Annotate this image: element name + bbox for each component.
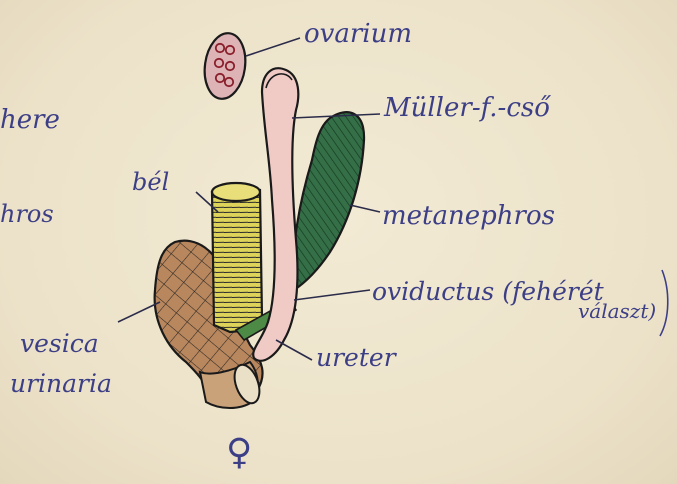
label-muller-duct: Müller-f.-cső [383,93,551,123]
bracket-mark [660,270,668,336]
label-oviductus-note: választ) [578,299,656,323]
label-metanephros: metanephros [382,201,555,231]
metanephros-organ [293,112,364,290]
label-ureter: ureter [316,343,398,372]
female-symbol: ♀ [226,432,252,473]
ovarium-organ [201,31,250,102]
rectum-organ [212,183,262,332]
label-oviductus: oviductus (fehérét [372,277,605,306]
label-rectum: bél [132,168,169,196]
label-edge-mid: hros [0,200,54,228]
label-edge-top: here [0,105,60,135]
label-urinaria: urinaria [10,369,112,398]
label-vesica: vesica [20,329,99,358]
label-ovarium: ovarium [304,19,412,49]
